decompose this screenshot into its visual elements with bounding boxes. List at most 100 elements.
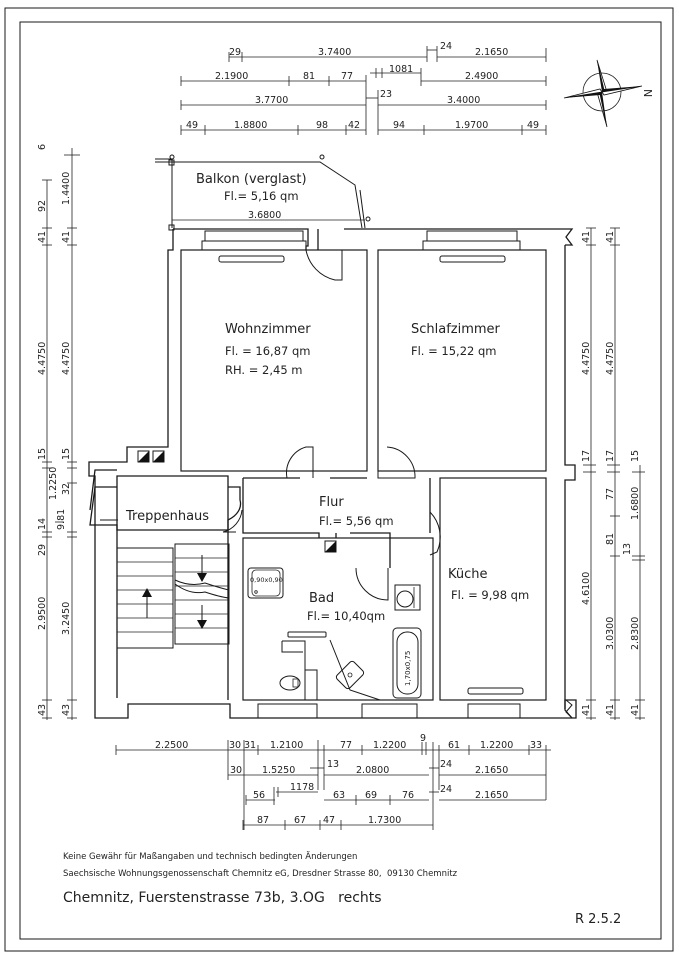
dim-left-outer-0: 6: [37, 144, 48, 150]
dim-left-inner-9: 43: [61, 704, 72, 716]
dim-left-outer-2: 41: [37, 231, 48, 243]
dim-right-c1-1: 4.4750: [581, 342, 592, 375]
dim-bottom-3-2: 63: [333, 790, 345, 801]
dim-bottom-2-2: 13: [327, 759, 339, 770]
dim-bottom-1-0: 2.2500: [155, 740, 188, 751]
washing-machine: [394, 584, 421, 611]
dim-left-inner-8: 3.2450: [61, 602, 72, 635]
dim-left-outer-4: 15: [37, 448, 48, 460]
dim-right-c2-6: 41: [605, 704, 616, 716]
tub-size: 1,70x0,75: [404, 651, 412, 686]
balkon-width-dim: 3.6800: [248, 210, 281, 221]
balcony: 3.6800: [155, 154, 371, 231]
top-dimensions: 29 3.7400 24 2.1650 2.1900 81 77 1081 2.…: [180, 41, 547, 135]
dim-top-4-5: 1.9700: [455, 120, 488, 131]
dim-left-outer-5: 14: [37, 518, 48, 530]
dim-top-3-2: 3.4000: [447, 95, 480, 106]
dim-bottom-1-5: 1.2200: [373, 740, 406, 751]
north-label: N: [641, 89, 654, 97]
dim-bottom-1-8: 1.2200: [480, 740, 513, 751]
drawing-code: R 2.5.2: [575, 912, 621, 927]
dim-top-2-2: 77: [341, 71, 353, 82]
apartment-address: Chemnitz, Fuerstenstrasse 73b, 3.OG rech…: [63, 890, 382, 906]
dim-bottom-1-9: 33: [530, 740, 542, 751]
dim-right-c3-2: 13: [622, 543, 633, 555]
dim-top-1-0: 29: [229, 47, 241, 58]
company-address: Saechsische Wohnungsgenossenschaft Chemn…: [63, 869, 458, 879]
dim-top-2-0: 2.1900: [215, 71, 248, 82]
balkon-name: Balkon (verglast): [196, 172, 307, 187]
dim-bottom-4-0: 87: [257, 815, 269, 826]
dim-bottom-1-4: 77: [340, 740, 352, 751]
shower-size: 0,90x0,90: [250, 576, 283, 584]
dim-top-4-3: 42: [348, 120, 360, 131]
dim-top-4-4: 94: [393, 120, 405, 131]
dim-top-3-1: 23: [380, 89, 392, 100]
schlafzimmer-name: Schlafzimmer: [411, 322, 501, 337]
bottom-dimensions: 2.2500 30 31 1.2100 77 1.2200 9 61 1.220…: [115, 733, 551, 830]
balkon-area: Fl.= 5,16 qm: [224, 189, 299, 203]
bad-area: Fl.= 10,40qm: [307, 609, 385, 623]
disclaimer: Keine Gewähr für Maßangaben und technisc…: [63, 851, 357, 862]
building-walls: [88, 228, 577, 719]
doors: [222, 249, 441, 601]
wohnzimmer-name: Wohnzimmer: [225, 322, 311, 337]
dim-right-c2-0: 41: [605, 231, 616, 243]
wall-kueche: [439, 477, 547, 701]
dim-bottom-3-4: 76: [402, 790, 414, 801]
outer-frame: [4, 7, 674, 952]
dim-bottom-1-3: 1.2100: [270, 740, 303, 751]
kueche-name: Küche: [448, 567, 488, 582]
left-dimensions: 6 92 41 4.4750 15 14 2.9500 43 1.4400 41…: [37, 144, 80, 720]
dim-top-4-1: 1.8800: [234, 120, 267, 131]
dim-top-2-4: 2.4900: [465, 71, 498, 82]
dim-right-c2-2: 17: [605, 450, 616, 462]
windows: [201, 230, 524, 719]
dim-left-inner-0: 1.4400: [61, 172, 72, 205]
dim-left-inner-1: 41: [61, 231, 72, 243]
dim-bottom-4-1: 67: [294, 815, 306, 826]
wohnzimmer-area: Fl. = 16,87 qm: [225, 344, 311, 358]
inner-frame: [19, 21, 662, 940]
dim-left-outer-6: 2.9500: [37, 597, 48, 630]
dim-left-inner-4: 1.2250: [48, 467, 59, 500]
dim-top-1-2: 24: [440, 41, 452, 52]
bad-name: Bad: [309, 591, 334, 606]
dim-top-1-3: 2.1650: [475, 47, 508, 58]
dim-left-inner-7: 29: [37, 544, 48, 556]
bathtub: [392, 627, 422, 699]
kueche-area: Fl. = 9,98 qm: [451, 588, 529, 602]
schlafzimmer-area: Fl. = 15,22 qm: [411, 344, 497, 358]
dim-left-inner-5: 32: [61, 483, 72, 495]
dim-bottom-3-1: 1178: [290, 782, 314, 793]
dim-bottom-2-4: 24: [440, 759, 452, 770]
dim-left-outer-7: 43: [37, 704, 48, 716]
dim-top-2-1: 81: [303, 71, 315, 82]
dim-top-4-2: 98: [316, 120, 328, 131]
dim-right-c3-1: 1.6800: [630, 487, 641, 520]
dim-bottom-4-3: 1.7300: [368, 815, 401, 826]
dim-bottom-2-3: 2.0800: [356, 765, 389, 776]
dim-left-inner-2: 4.4750: [61, 342, 72, 375]
dim-bottom-1-7: 61: [448, 740, 460, 751]
dim-bottom-2-5: 2.1650: [475, 765, 508, 776]
dim-right-c1-4: 41: [581, 704, 592, 716]
dim-bottom-2-1: 1.5250: [262, 765, 295, 776]
landing: [89, 486, 242, 531]
treppenhaus-name: Treppenhaus: [125, 509, 209, 524]
dim-right-c3-4: 41: [630, 704, 641, 716]
dim-right-c2-5: 3.0300: [605, 617, 616, 650]
dim-top-4-6: 49: [527, 120, 539, 131]
wall-wohnzimmer: [180, 249, 368, 472]
dim-left-inner-3: 15: [61, 448, 72, 460]
north-arrow-icon: [563, 59, 643, 128]
shaft-symbols: [137, 450, 337, 553]
shower-tray: [247, 567, 284, 599]
dim-bottom-2-0: 30: [230, 765, 242, 776]
dim-right-c1-3: 4.6100: [581, 572, 592, 605]
sink-icon: [335, 660, 365, 690]
dim-right-c2-3: 77: [605, 488, 616, 500]
dim-top-3-0: 3.7700: [255, 95, 288, 106]
dim-left-inner-6: 9.81: [56, 509, 67, 530]
